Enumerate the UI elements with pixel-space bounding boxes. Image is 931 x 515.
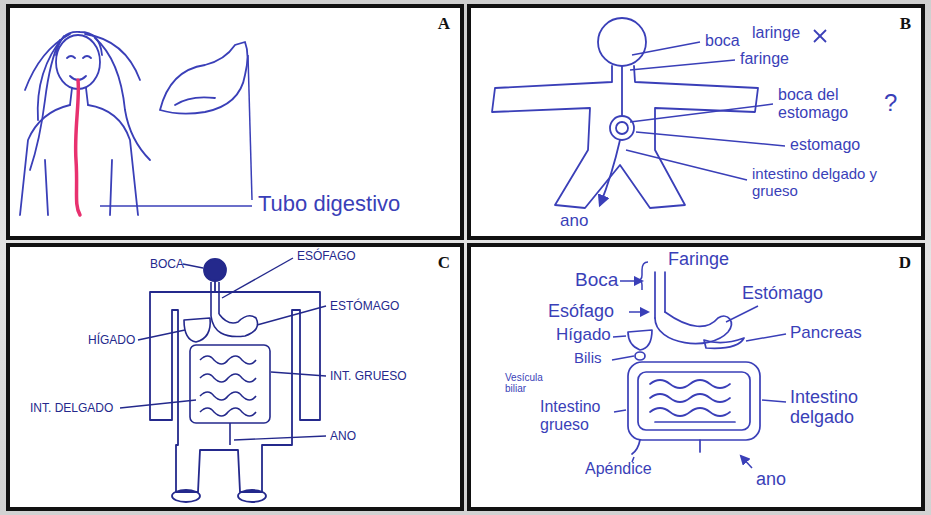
panel-letter: C <box>438 253 450 273</box>
leader-line <box>100 55 252 206</box>
organ-label: Pancreas <box>790 324 862 343</box>
organ-label: Esófago <box>548 302 614 322</box>
panel-letter: D <box>899 253 911 273</box>
organ-sketch <box>184 282 270 445</box>
stomach-sketch <box>160 42 248 114</box>
organ-label: Faringe <box>668 250 729 270</box>
organ-label: Intestino delgado <box>790 388 890 428</box>
panel-letter: A <box>438 14 450 34</box>
organ-label: boca del estomago <box>778 86 878 121</box>
organ-label: ANO <box>330 430 356 443</box>
organ-label: Bilis <box>574 350 602 367</box>
digestive-tube <box>76 80 80 215</box>
organ-label: Boca <box>575 270 618 291</box>
panel-letter: B <box>900 14 911 34</box>
organ-label: intestino delgado y grueso <box>752 166 902 199</box>
organ-label: boca <box>705 32 740 50</box>
panel-ground <box>8 6 923 509</box>
organ-label: ESTÓMAGO <box>330 300 399 313</box>
organ-label: faringe <box>740 50 789 68</box>
organ-label: Vesícula biliar <box>505 372 557 394</box>
organ-label: estomago <box>790 136 860 154</box>
organ-label: Tubo digestivo <box>258 192 400 216</box>
organ-label: ano <box>756 470 786 490</box>
girl-figure <box>20 32 150 215</box>
organ-label: ano <box>560 212 588 231</box>
organ-label: Estómago <box>742 284 823 304</box>
panel-box: B <box>467 4 925 240</box>
organ-label: laringe <box>752 24 800 42</box>
organ-label: Hígado <box>556 326 611 345</box>
organ-label: BOCA <box>150 258 184 271</box>
organ-label: Apéndice <box>585 460 652 478</box>
organ-sketch <box>628 272 760 454</box>
body-outline <box>492 18 758 208</box>
cross-mark <box>814 30 826 42</box>
organ-label: ESÓFAGO <box>297 250 356 263</box>
body-outline <box>150 259 320 502</box>
organ-label: INT. GRUESO <box>330 370 407 383</box>
organ-label: INT. DELGADO <box>30 402 113 415</box>
leader-line <box>120 258 326 440</box>
organ-label: HÍGADO <box>88 334 135 347</box>
organ-label: ? <box>884 90 897 116</box>
organ-label: Intestino grueso <box>540 398 612 433</box>
